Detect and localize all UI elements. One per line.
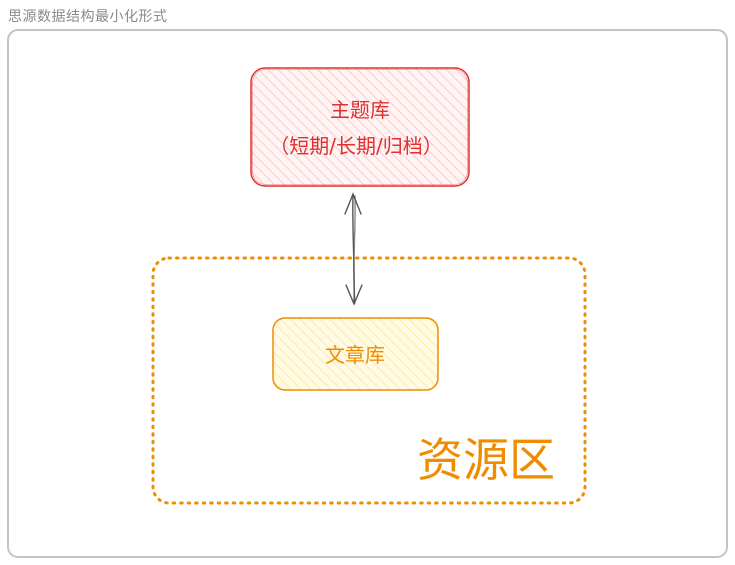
- resource-area-label: 资源区: [417, 433, 555, 487]
- outer-frame: [7, 29, 728, 558]
- topic-library-title: 主题库: [330, 98, 390, 122]
- article-library-label: 文章库: [325, 343, 385, 367]
- topic-library-subtitle: （短期/长期/归档）: [269, 134, 442, 158]
- frame-title: 思源数据结构最小化形式: [8, 9, 168, 25]
- article-library-node[interactable]: 文章库: [272, 317, 439, 391]
- resource-area-container[interactable]: [151, 256, 587, 505]
- bidirectional-arrow[interactable]: [344, 192, 363, 306]
- topic-library-node[interactable]: 主题库 （短期/长期/归档）: [250, 67, 470, 187]
